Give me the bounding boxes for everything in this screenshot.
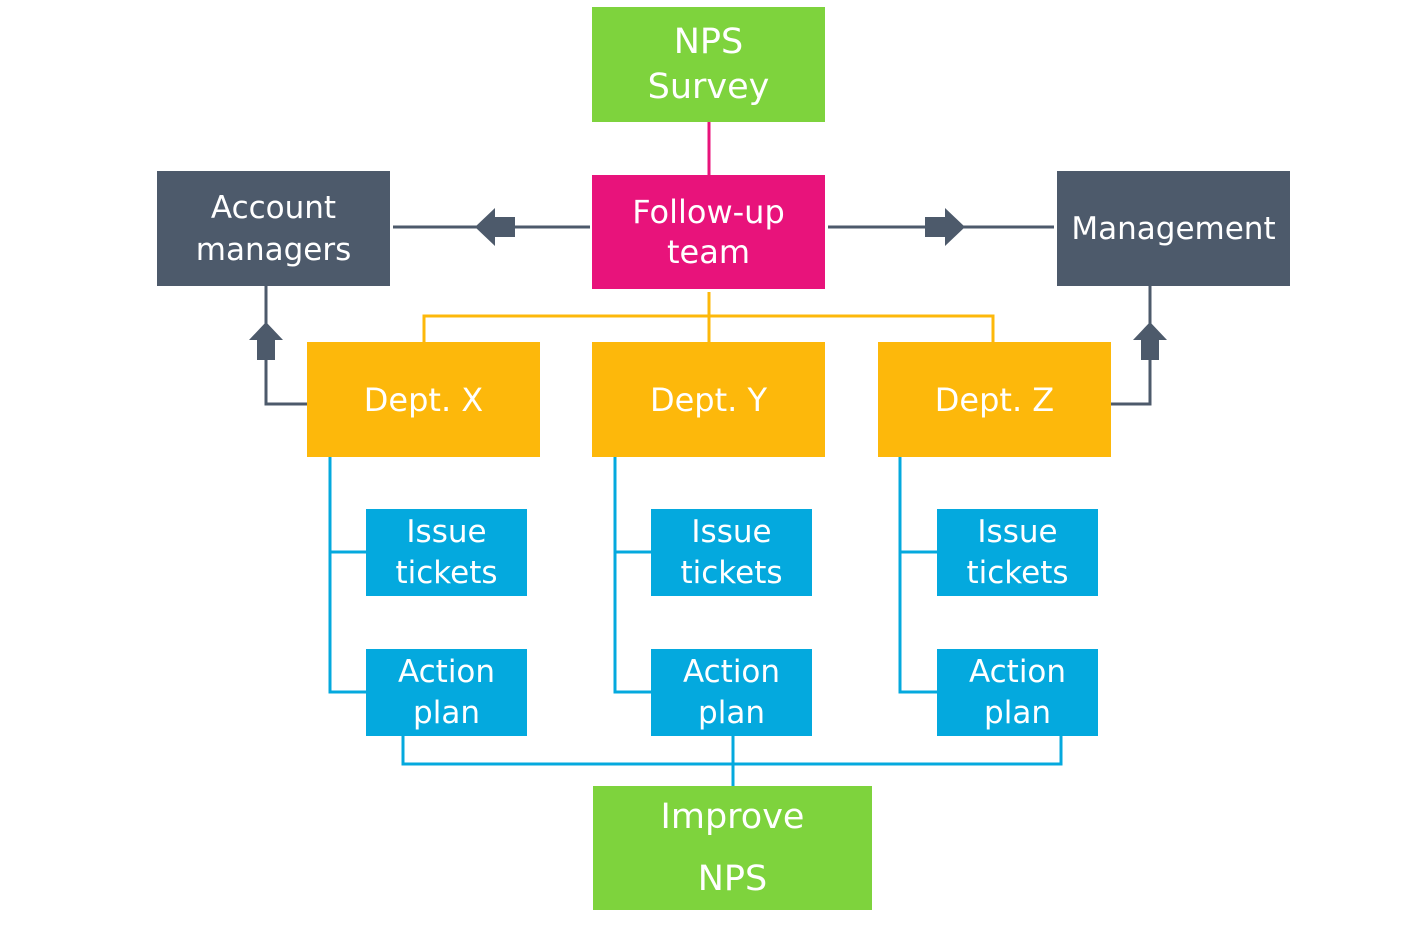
issue-tickets-line2: tickets: [966, 554, 1069, 591]
department-branch-lines: [328, 457, 937, 694]
dept-z-label: Dept. Z: [934, 380, 1055, 419]
dept-x-label: Dept. X: [363, 380, 484, 419]
nps-survey-box: NPS Survey: [592, 7, 825, 122]
action-plan-y-box: Action plan: [651, 649, 812, 736]
improve-nps-box: Improve NPS: [593, 786, 872, 910]
account-managers-box: Account managers: [157, 171, 390, 286]
dept-y-box: Dept. Y: [592, 342, 825, 457]
action-plan-line1: Action: [397, 653, 496, 690]
action-plan-line2: plan: [413, 694, 480, 731]
action-plan-x-box: Action plan: [366, 649, 527, 736]
action-plan-line1: Action: [968, 653, 1067, 690]
account-managers-line1: Account: [210, 189, 337, 226]
issue-tickets-x-box: Issue tickets: [366, 509, 527, 596]
followup-to-departments-connector: [422, 292, 995, 342]
action-plan-line1: Action: [682, 653, 781, 690]
issue-tickets-line2: tickets: [680, 554, 783, 591]
management-label: Management: [1071, 210, 1276, 247]
dept-z-box: Dept. Z: [878, 342, 1111, 457]
issue-tickets-line1: Issue: [691, 513, 772, 550]
issue-tickets-line1: Issue: [406, 513, 487, 550]
action-plan-z-box: Action plan: [937, 649, 1098, 736]
arrow-up-left-icon: [249, 322, 283, 360]
arrow-right-icon: [925, 208, 965, 246]
nps-survey-line2: Survey: [647, 66, 770, 107]
issue-tickets-line2: tickets: [395, 554, 498, 591]
issue-tickets-y-box: Issue tickets: [651, 509, 812, 596]
management-box: Management: [1057, 171, 1290, 286]
action-plan-line2: plan: [698, 694, 765, 731]
follow-up-team-line2: team: [666, 233, 750, 271]
action-plan-line2: plan: [984, 694, 1051, 731]
arrow-up-right-icon: [1133, 322, 1167, 360]
issue-tickets-z-box: Issue tickets: [937, 509, 1098, 596]
dept-y-label: Dept. Y: [649, 380, 768, 419]
nps-survey-line1: NPS: [673, 21, 744, 62]
follow-up-team-line1: Follow-up: [632, 193, 785, 231]
arrow-left-icon: [475, 208, 515, 246]
dept-x-box: Dept. X: [307, 342, 540, 457]
plans-to-improve-connector: [401, 736, 1063, 786]
follow-up-team-box: Follow-up team: [592, 175, 825, 289]
account-managers-line2: managers: [195, 231, 352, 268]
improve-nps-line2: NPS: [697, 859, 768, 899]
issue-tickets-line1: Issue: [977, 513, 1058, 550]
improve-nps-line1: Improve: [660, 797, 805, 837]
